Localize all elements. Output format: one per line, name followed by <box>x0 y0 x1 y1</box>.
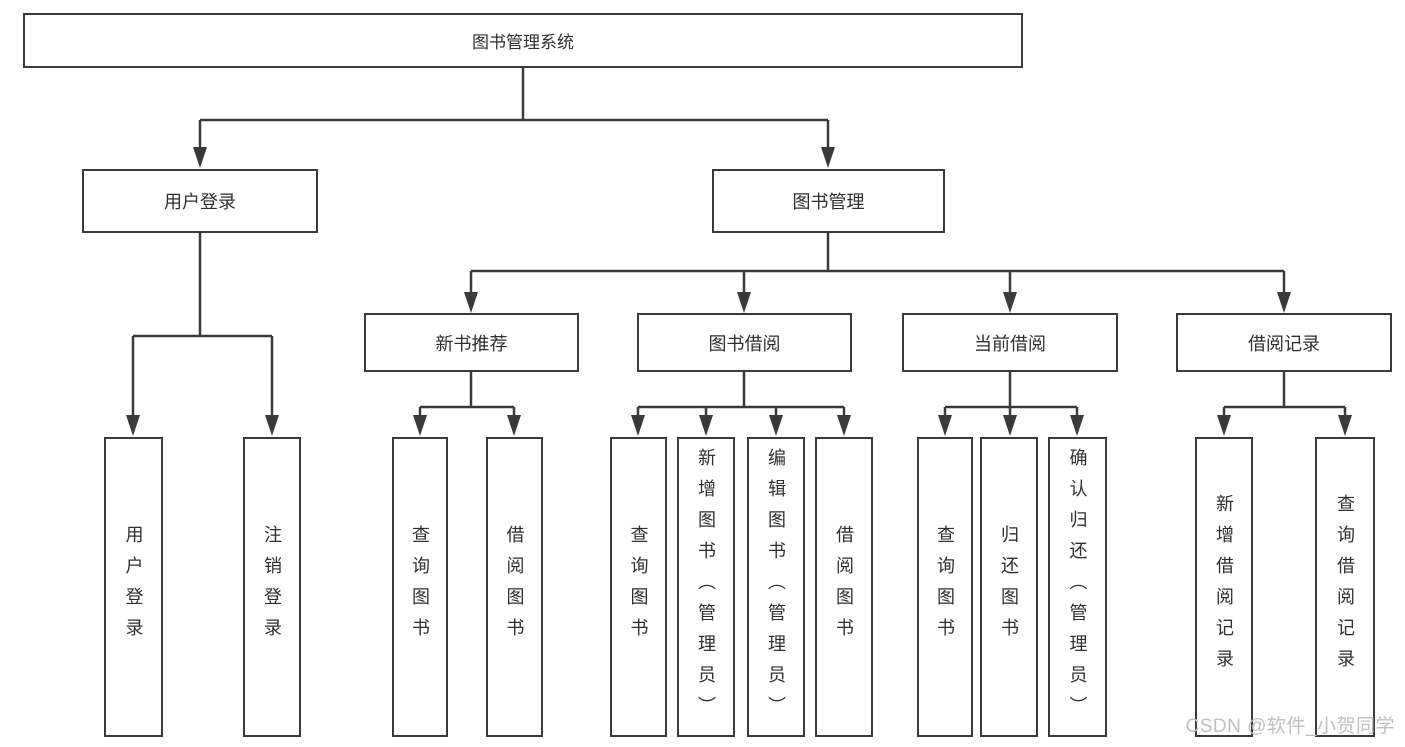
node-book-borrowing: 图书借阅 <box>637 313 852 372</box>
csdn-watermark: CSDN @软件_小贺同学 <box>1185 716 1395 737</box>
node-label: 借阅记录 <box>1248 333 1320 354</box>
node-user-login: 用户登录 <box>82 169 318 233</box>
leaf-borrowing-add-book-admin: 新增图书（管理员） <box>677 437 735 737</box>
node-label: 图书管理系统 <box>472 33 574 52</box>
leaf-current-return-book: 归还图书 <box>980 437 1038 737</box>
node-label: 当前借阅 <box>974 333 1046 354</box>
leaf-label: 借阅图书 <box>504 525 525 649</box>
leaf-label: 查询借阅记录 <box>1335 494 1355 680</box>
leaf-records-query-record: 查询借阅记录 <box>1315 437 1375 737</box>
node-current-borrowing: 当前借阅 <box>902 313 1118 372</box>
node-library-management-system: 图书管理系统 <box>23 13 1023 68</box>
leaf-borrowing-borrow-book: 借阅图书 <box>815 437 873 737</box>
leaf-current-query-book: 查询图书 <box>917 437 973 737</box>
node-label: 图书借阅 <box>708 333 781 354</box>
node-new-book-recommend: 新书推荐 <box>364 313 579 372</box>
leaf-user-login: 用户登录 <box>104 437 163 737</box>
leaf-borrowing-edit-book-admin: 编辑图书（管理员） <box>747 437 805 737</box>
leaf-label: 归还图书 <box>999 525 1019 649</box>
node-label: 新书推荐 <box>435 333 508 354</box>
leaf-label: 查询图书 <box>410 525 430 649</box>
leaf-recommend-borrow-book: 借阅图书 <box>486 437 543 737</box>
node-borrowing-records: 借阅记录 <box>1176 313 1392 372</box>
leaf-label: 注销登录 <box>262 525 282 649</box>
leaf-label: 用户登录 <box>123 525 144 649</box>
node-label: 用户登录 <box>164 192 236 212</box>
connector-arrowheads <box>126 147 1352 436</box>
leaf-current-confirm-return-admin: 确认归还（管理员） <box>1048 437 1107 737</box>
node-book-management: 图书管理 <box>712 169 945 233</box>
leaf-label: 新增图书（管理员） <box>696 447 716 727</box>
leaf-borrowing-query-book: 查询图书 <box>610 437 667 737</box>
leaf-label: 确认归还（管理员） <box>1067 447 1088 727</box>
leaf-label: 查询图书 <box>935 525 955 649</box>
leaf-label: 查询图书 <box>628 525 649 649</box>
leaf-recommend-query-book: 查询图书 <box>392 437 448 737</box>
node-label: 图书管理 <box>792 192 865 212</box>
leaf-records-add-record: 新增借阅记录 <box>1195 437 1253 737</box>
leaf-label: 新增借阅记录 <box>1214 494 1234 680</box>
leaf-label: 借阅图书 <box>834 525 854 649</box>
leaf-logout: 注销登录 <box>243 437 301 737</box>
leaf-label: 编辑图书（管理员） <box>766 447 786 727</box>
connector-shafts <box>131 68 1347 416</box>
